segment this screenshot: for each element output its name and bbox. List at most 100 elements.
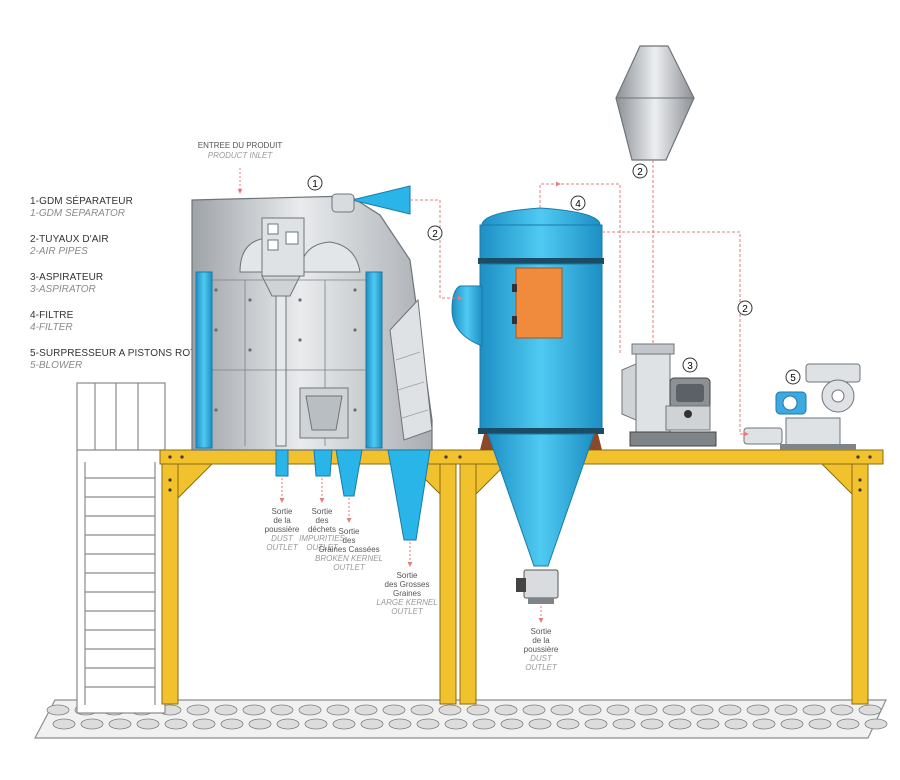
bolt xyxy=(298,338,302,342)
foundation-stone xyxy=(360,718,384,730)
foundation-stone xyxy=(830,704,854,716)
outlet-text: OUTLET xyxy=(525,663,558,672)
outlet-text: poussière xyxy=(524,645,559,654)
foundation-stone xyxy=(606,704,630,716)
outlet-broken-kernel-label: Sortie des Graines Cassées BROKEN KERNEL… xyxy=(315,527,383,572)
product-inlet-fr: ENTREE DU PRODUIT xyxy=(198,141,283,150)
outlet-text: IMPURITIES xyxy=(299,534,345,543)
legend-label-en: 4-FILTER xyxy=(30,322,73,333)
outlet-text: de la xyxy=(532,636,550,645)
foundation-stone xyxy=(858,704,882,716)
foundation-stone xyxy=(438,704,462,716)
foundation-stone xyxy=(214,704,238,716)
outlet-text: Sortie xyxy=(312,507,333,516)
legend-item-air-pipes: 2-TUYAUX D'AIR 2-AIR PIPES xyxy=(30,234,217,258)
foundation-stone xyxy=(802,704,826,716)
foundation-stone xyxy=(444,718,468,730)
outlet-text: DUST xyxy=(271,534,294,543)
foundation-stone xyxy=(634,704,658,716)
marker-2a: 2 xyxy=(427,225,443,241)
marker-2c: 2 xyxy=(737,300,753,316)
bolt xyxy=(353,408,357,412)
foundation-stone xyxy=(668,718,692,730)
foundation-stone xyxy=(242,704,266,716)
foundation-stone xyxy=(746,704,770,716)
foundation-stone xyxy=(248,718,272,730)
outlet-text: de la xyxy=(273,516,291,525)
foundation-stone xyxy=(696,718,720,730)
gdm-separator xyxy=(191,168,433,541)
foundation-stone xyxy=(808,718,832,730)
legend-label-fr: 4-FILTRE xyxy=(30,310,74,321)
bolt xyxy=(214,328,218,332)
staircase xyxy=(76,382,166,714)
bolt xyxy=(248,348,252,352)
marker-3-text: 3 xyxy=(687,361,693,372)
marker-2c-text: 2 xyxy=(742,304,748,315)
foundation-stone xyxy=(276,718,300,730)
bolt xyxy=(298,298,302,302)
marker-3: 3 xyxy=(682,357,698,373)
foundation-stone xyxy=(326,704,350,716)
legend-item-aspirator: 3-ASPIRATEUR 3-ASPIRATOR xyxy=(30,272,217,296)
marker-5-text: 5 xyxy=(790,373,796,384)
outlet-text: Sortie xyxy=(339,527,360,536)
foundation-stone xyxy=(752,718,776,730)
foundation-stone xyxy=(864,718,888,730)
outlet-arrows xyxy=(279,478,544,623)
legend-label-fr: 1-GDM SÉPARATEUR xyxy=(30,196,133,207)
foundation-stone xyxy=(108,718,132,730)
outlet-text: Sortie xyxy=(531,627,552,636)
aspirator xyxy=(621,343,717,447)
foundation-stone xyxy=(500,718,524,730)
outlet-text: Graines xyxy=(393,589,421,598)
legend-label-en: 5-BLOWER xyxy=(30,360,83,371)
foundation-stone xyxy=(494,704,518,716)
foundation-stone xyxy=(690,704,714,716)
outlet-impurities-label: Sortie des déchets IMPURITIES OUTLET xyxy=(299,507,345,552)
foundation-stone xyxy=(836,718,860,730)
foundation-stone xyxy=(466,704,490,716)
foundation-stone xyxy=(612,718,636,730)
foundation-stone xyxy=(528,718,552,730)
outlet-text: des Grosses xyxy=(385,580,430,589)
foundation-stone xyxy=(556,718,580,730)
outlet-text: des xyxy=(316,516,329,525)
product-inlet-en: PRODUCT INLET xyxy=(208,151,274,160)
bolt xyxy=(353,288,357,292)
legend-item-separator: 1-GDM SÉPARATEUR 1-GDM SEPARATOR xyxy=(30,196,217,220)
outlet-text: OUTLET xyxy=(306,543,339,552)
marker-1: 1 xyxy=(307,175,323,191)
foundation-stone xyxy=(304,718,328,730)
foundation-stone xyxy=(52,718,76,730)
foundation-stone xyxy=(192,718,216,730)
foundation-stone xyxy=(640,718,664,730)
legend-label-fr: 2-TUYAUX D'AIR xyxy=(30,234,109,245)
outlet-text: des xyxy=(343,536,356,545)
bolt xyxy=(214,408,218,412)
outlet-text: BROKEN KERNEL xyxy=(315,554,383,563)
marker-4-text: 4 xyxy=(575,199,581,210)
legend-label-en: 1-GDM SEPARATOR xyxy=(30,208,126,219)
foundation-stone xyxy=(186,704,210,716)
foundation-stone xyxy=(164,718,188,730)
bolt xyxy=(353,328,357,332)
filter-cyclone xyxy=(451,207,604,604)
outlet-large-kernel-label: Sortie des Grosses Graines LARGE KERNEL … xyxy=(376,571,437,616)
outlet-filter-dust-label: Sortie de la poussière DUST OUTLET xyxy=(524,627,559,672)
foundation-stone xyxy=(774,704,798,716)
foundation-stone xyxy=(220,718,244,730)
legend-item-filter: 4-FILTRE 4-FILTER xyxy=(30,310,217,334)
foundation-stone xyxy=(136,718,160,730)
marker-2b-text: 2 xyxy=(637,167,643,178)
outlet-text: Sortie xyxy=(272,507,293,516)
foundation-stone xyxy=(388,718,412,730)
foundation-stone xyxy=(410,704,434,716)
foundation-stone xyxy=(578,704,602,716)
marker-1-text: 1 xyxy=(312,179,318,190)
foundation-stone xyxy=(522,704,546,716)
foundation-stone xyxy=(332,718,356,730)
foundation-stone xyxy=(662,704,686,716)
outlet-text: Sortie xyxy=(397,571,418,580)
